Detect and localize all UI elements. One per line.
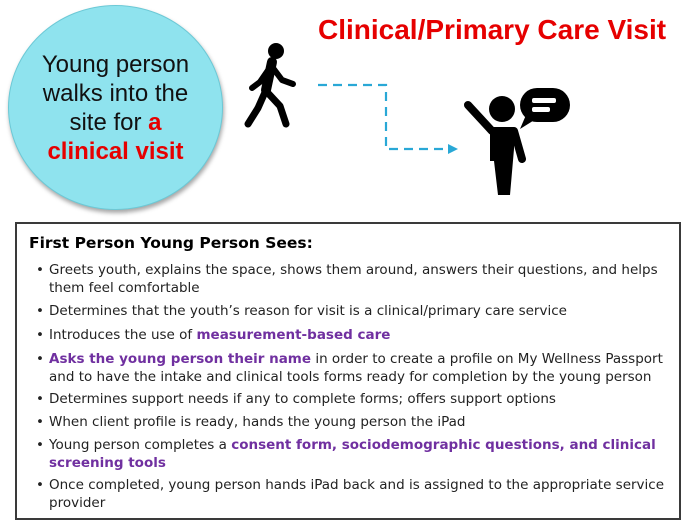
bullet-text-after: in order to create a profile on My Welln… bbox=[49, 351, 663, 385]
bullet-text: Once completed, young person hands iPad … bbox=[49, 477, 665, 511]
bullet-text: Young person completes a bbox=[49, 437, 232, 453]
bullet-symbol: • bbox=[36, 477, 44, 493]
bullet-symbol: • bbox=[36, 262, 44, 278]
bullet-text: Determines support needs if any to compl… bbox=[49, 391, 556, 407]
bullet-item: • Determines support needs if any to comp… bbox=[36, 391, 669, 409]
intro-text-highlight: a clinical visit bbox=[47, 108, 184, 165]
bullet-symbol: • bbox=[36, 414, 44, 430]
bullet-symbol: • bbox=[36, 327, 44, 343]
page-title: Clinical/Primary Care Visit bbox=[318, 14, 667, 45]
bullet-symbol: • bbox=[36, 391, 44, 407]
bullet-item: • Greets youth, explains the space, shows… bbox=[36, 262, 669, 297]
bullet-text: When client profile is ready, hands the … bbox=[49, 414, 466, 430]
bullet-highlight: measurement-based care bbox=[196, 327, 391, 343]
intro-text: Young person walks into the site for a c… bbox=[31, 50, 201, 166]
bullet-item: • Young person completes a consent form, … bbox=[36, 437, 669, 472]
bullet-item: • Introduces the use of measurement-based… bbox=[36, 327, 669, 345]
bullet-text: Determines that the youth’s reason for v… bbox=[49, 303, 567, 319]
bullet-item: • When client profile is ready, hands the… bbox=[36, 414, 669, 432]
panel-heading: First Person Young Person Sees: bbox=[29, 234, 313, 252]
bullet-symbol: • bbox=[36, 351, 44, 367]
person-waving-speech-bubble-icon bbox=[464, 88, 570, 195]
walking-person-icon bbox=[244, 43, 296, 128]
bullet-symbol: • bbox=[36, 437, 44, 453]
bullet-symbol: • bbox=[36, 303, 44, 319]
bullet-highlight: Asks the young person their name bbox=[49, 351, 312, 367]
dashed-arrow bbox=[318, 83, 458, 154]
intro-text-main: Young person walks into the site for bbox=[41, 50, 190, 136]
bullet-text: Introduces the use of bbox=[49, 327, 197, 343]
intro-circle: Young person walks into the site for a c… bbox=[8, 5, 223, 210]
bullet-highlight: consent form, sociodemographic questions… bbox=[49, 437, 656, 471]
bullet-item: • Determines that the youth’s reason for … bbox=[36, 303, 669, 321]
first-person-panel: First Person Young Person Sees: • Greets … bbox=[15, 222, 681, 520]
bullet-text: Greets youth, explains the space, shows … bbox=[49, 262, 658, 296]
bullet-item: • Asks the young person their name in ord… bbox=[36, 351, 669, 386]
bullet-item: • Once completed, young person hands iPad… bbox=[36, 477, 669, 512]
